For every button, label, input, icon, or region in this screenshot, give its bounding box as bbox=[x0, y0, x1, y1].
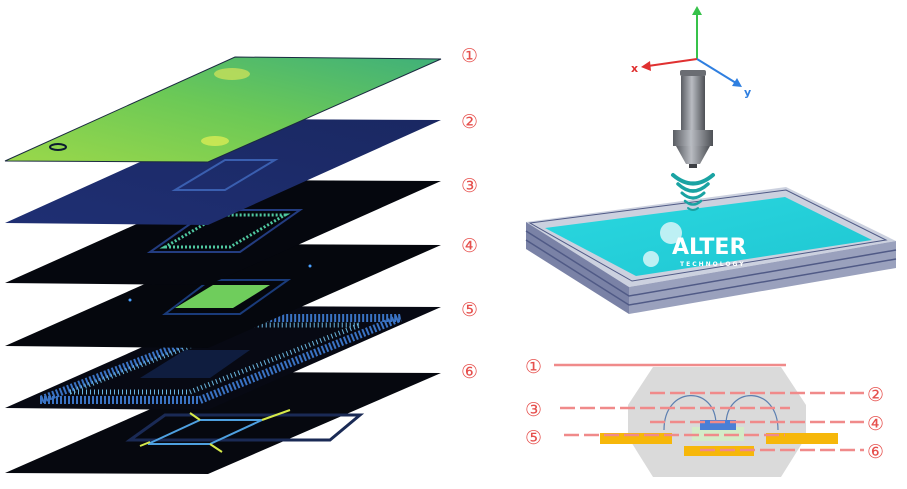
layer-label-3: ③ bbox=[461, 175, 478, 197]
layer-label-6: ⑥ bbox=[461, 361, 478, 383]
layer-label-5: ⑤ bbox=[461, 299, 478, 321]
acoustic-waves bbox=[671, 173, 715, 211]
layer-label-2: ② bbox=[461, 111, 478, 133]
lead-right bbox=[766, 433, 838, 444]
section-label-4: ④ bbox=[867, 413, 884, 435]
scan-layer-6 bbox=[5, 372, 441, 474]
section-label-2: ② bbox=[867, 384, 884, 406]
axis-y-label: y bbox=[744, 86, 751, 99]
brand-logo-dot-small bbox=[643, 251, 659, 267]
scan-layer-4 bbox=[5, 244, 441, 348]
sample-block: ALTER TECHNOLOGY bbox=[525, 187, 897, 314]
die-chip bbox=[700, 420, 736, 430]
die-pad bbox=[684, 446, 754, 456]
section-label-5: ⑤ bbox=[525, 427, 542, 449]
lead-left bbox=[600, 433, 672, 444]
section-label-3: ③ bbox=[525, 399, 542, 421]
coordinate-axes: x y bbox=[631, 6, 751, 99]
section-label-1: ① bbox=[525, 356, 542, 378]
brand-tagline: TECHNOLOGY bbox=[680, 261, 746, 268]
transducer bbox=[673, 70, 713, 168]
scan-layer-1 bbox=[4, 56, 442, 163]
scan-layer-2 bbox=[5, 119, 441, 225]
section-lines bbox=[554, 363, 864, 452]
layer-label-1: ① bbox=[461, 45, 478, 67]
axis-x-label: x bbox=[631, 62, 638, 75]
brand-name: ALTER bbox=[672, 235, 746, 260]
layer-label-4: ④ bbox=[461, 235, 478, 257]
section-label-6: ⑥ bbox=[867, 441, 884, 463]
brand-logo-dot-large bbox=[660, 222, 682, 244]
